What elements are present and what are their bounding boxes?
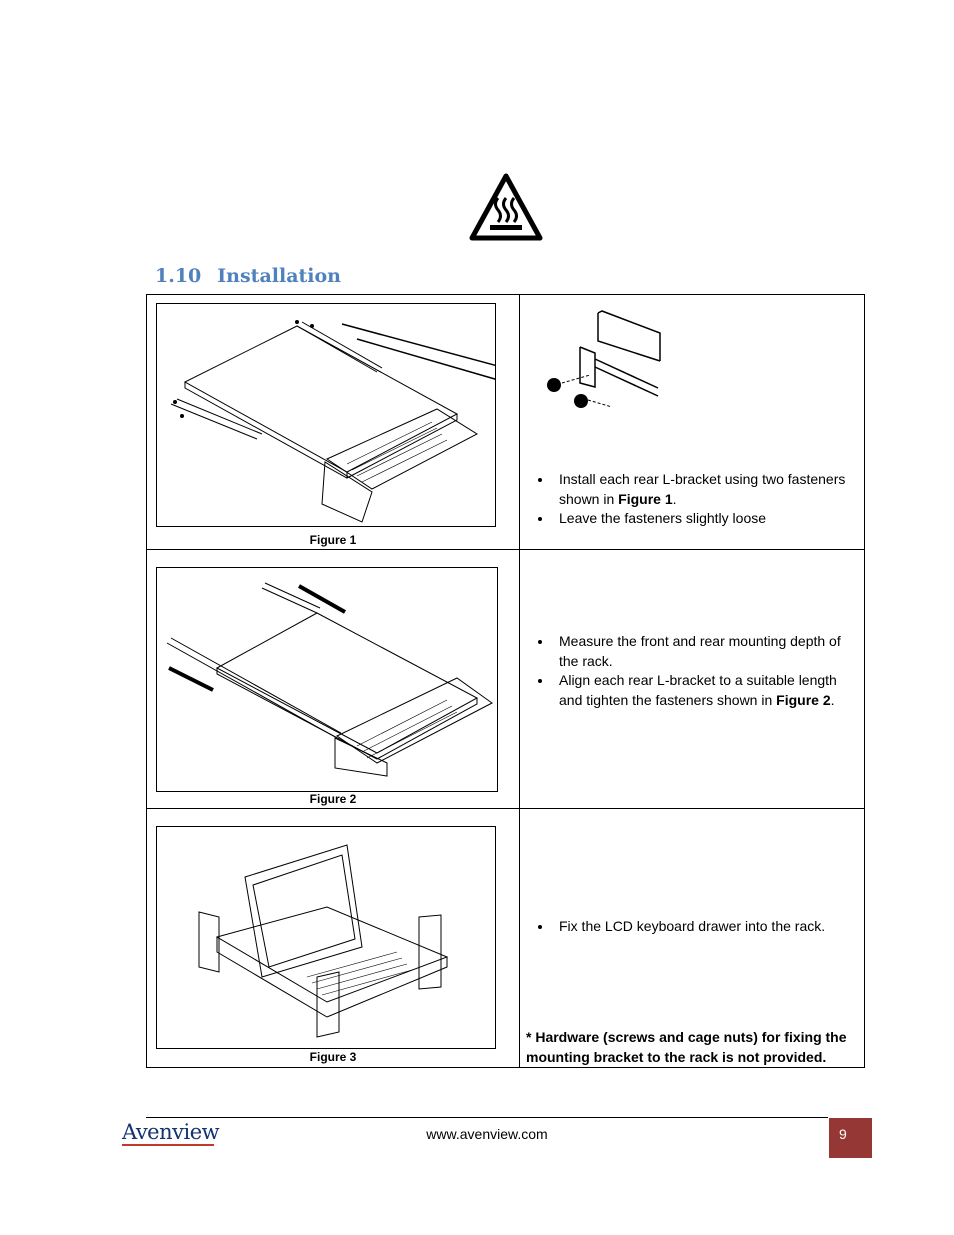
- step-install-l-bracket: Install each rear L-bracket using two fa…: [553, 470, 854, 509]
- hardware-note: * Hardware (screws and cage nuts) for fi…: [526, 1029, 847, 1065]
- figure-3-text-cell: Fix the LCD keyboard drawer into the rac…: [519, 808, 865, 1068]
- hot-surface-warning-icon: [469, 173, 543, 241]
- installation-table: Figure 1 Install each rear L-bracket usi…: [146, 294, 865, 1068]
- step-fix-drawer: Fix the LCD keyboard drawer into the rac…: [553, 917, 854, 937]
- section-heading: 1.10 Installation: [155, 265, 341, 287]
- figure-2-caption: Figure 2: [309, 792, 357, 806]
- figure-2-steps: Measure the front and rear mounting dept…: [526, 632, 854, 710]
- step-align-tighten: Align each rear L-bracket to a suitable …: [553, 671, 854, 710]
- figure-2-illustration: [156, 567, 498, 792]
- figure-3-caption: Figure 3: [309, 1050, 357, 1064]
- figure-1-caption: Figure 1: [309, 533, 357, 547]
- figure-3-steps: Fix the LCD keyboard drawer into the rac…: [526, 917, 854, 937]
- avenview-logo: Avenview: [122, 1120, 220, 1144]
- figure-1-steps: Install each rear L-bracket using two fa…: [526, 470, 854, 529]
- logo-underline: [122, 1144, 214, 1146]
- step-leave-fasteners-loose: Leave the fasteners slightly loose: [553, 509, 854, 529]
- figure-1-cell: Figure 1: [146, 294, 520, 550]
- footer-url: www.avenview.com: [426, 1126, 548, 1142]
- footer-divider: [146, 1117, 828, 1118]
- step-measure-depth: Measure the front and rear mounting dept…: [553, 632, 854, 671]
- section-title-text: Installation: [217, 265, 341, 287]
- figure-2-text-cell: Measure the front and rear mounting dept…: [519, 549, 865, 809]
- installation-row-3: Figure 3 Fix the LCD keyboard drawer int…: [146, 808, 865, 1068]
- figure-1-text-cell: Install each rear L-bracket using two fa…: [519, 294, 865, 550]
- fastener-detail-illustration: [547, 310, 661, 408]
- figure-1-illustration: [156, 303, 496, 527]
- installation-row-2: Figure 2 Measure the front and rear moun…: [146, 549, 865, 809]
- figure-2-cell: Figure 2: [146, 549, 520, 809]
- page-number-badge: 9: [829, 1118, 872, 1158]
- section-number: 1.10: [155, 265, 202, 287]
- figure-3-cell: Figure 3: [146, 808, 520, 1068]
- installation-row-1: Figure 1 Install each rear L-bracket usi…: [146, 294, 865, 550]
- page-number: 9: [839, 1126, 847, 1142]
- figure-3-illustration: [156, 826, 496, 1049]
